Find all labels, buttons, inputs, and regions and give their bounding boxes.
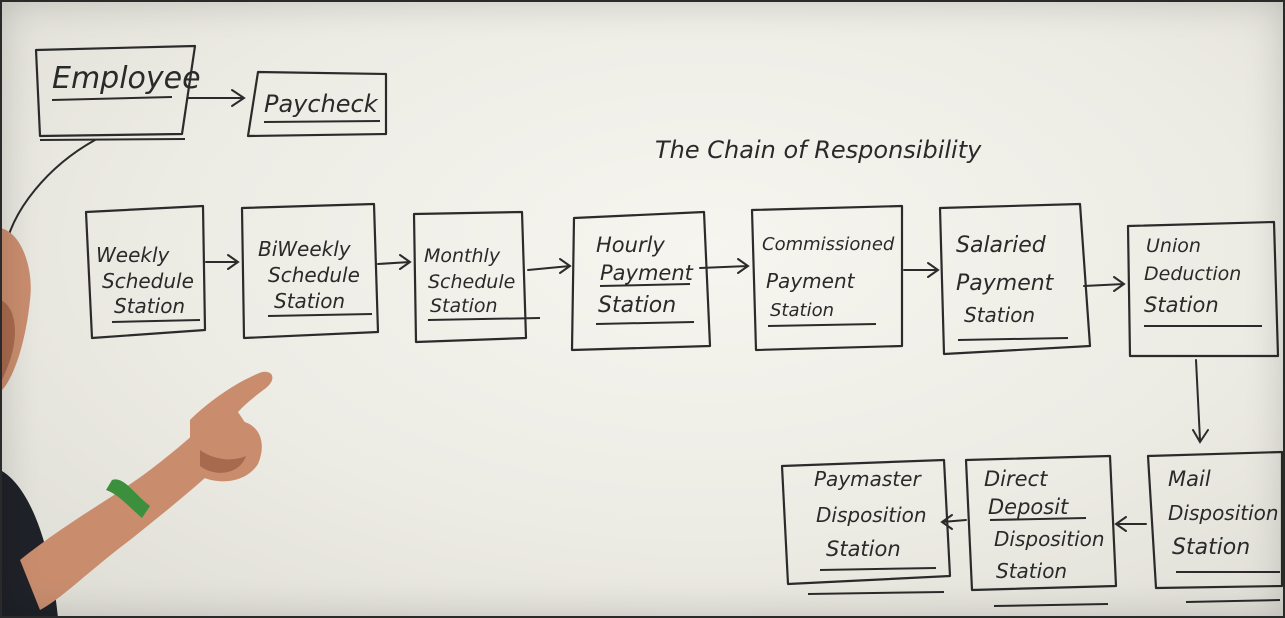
arrow-row2-2: [940, 514, 967, 530]
arrow-5: [903, 262, 940, 278]
station-weekly: Weekly Schedule Station: [84, 204, 207, 340]
station-label: Station: [826, 537, 901, 561]
station-label: Station: [770, 300, 834, 321]
station-label: Station: [598, 293, 676, 318]
station-label: Mail: [1168, 467, 1211, 491]
station-label: Payment: [766, 269, 856, 293]
station-biweekly: BiWeekly Schedule Station: [240, 202, 380, 340]
arrow-row2-1: [1114, 516, 1147, 532]
station-label: Station: [274, 289, 345, 313]
station-direct-deposit: Direct Deposit Disposition Station: [964, 454, 1118, 607]
employee-box: Employee: [34, 44, 201, 141]
arrow-4: [699, 258, 750, 274]
presenter-hand: [190, 371, 273, 482]
station-label: Payment: [600, 261, 694, 285]
station-label: Station: [996, 559, 1067, 583]
station-label: Station: [1172, 535, 1250, 560]
station-hourly: Hourly Payment Station: [570, 210, 712, 352]
station-label: Payment: [956, 271, 1055, 296]
station-salaried: Salaried Payment Station: [938, 202, 1092, 356]
presenter: [0, 228, 273, 618]
station-union: Union Deduction Station: [1126, 220, 1280, 358]
station-label: Weekly: [96, 243, 171, 267]
station-label: Schedule: [268, 263, 360, 287]
station-label: Disposition: [994, 527, 1105, 551]
station-label: Direct: [984, 467, 1048, 491]
station-mail: Mail Disposition Station: [1146, 450, 1284, 603]
arrow-3: [527, 258, 572, 274]
station-label: Disposition: [816, 503, 927, 527]
station-label: Commissioned: [762, 234, 895, 255]
arrow-1: [205, 254, 240, 270]
station-label: Schedule: [102, 269, 194, 293]
paycheck-box: Paycheck: [246, 70, 388, 138]
station-label: Disposition: [1168, 501, 1279, 525]
arrow-down: [1192, 359, 1209, 444]
employee-label: Employee: [52, 61, 201, 96]
station-monthly: Monthly Schedule Station: [412, 210, 541, 344]
station-label: Station: [430, 295, 498, 317]
presenter-knuckles: [200, 450, 246, 473]
arrow-2: [377, 254, 412, 270]
station-label: Union: [1146, 235, 1201, 257]
station-label: Deposit: [988, 495, 1069, 519]
paycheck-label: Paycheck: [264, 90, 379, 118]
presenter-wristband: [106, 479, 150, 518]
diagram-title: The Chain of Responsibility: [655, 136, 982, 164]
station-label: Paymaster: [814, 467, 922, 491]
arrow-6: [1083, 276, 1126, 292]
station-label: Station: [1144, 293, 1219, 317]
connector-curve: [3, 139, 96, 256]
station-label: Station: [964, 303, 1035, 327]
station-paymaster: Paymaster Disposition Station: [780, 458, 952, 595]
station-label: Schedule: [428, 271, 515, 293]
station-label: Salaried: [956, 233, 1047, 258]
arrow-employee-paycheck: [187, 89, 246, 107]
station-label: BiWeekly: [258, 237, 352, 261]
station-label: Monthly: [424, 245, 501, 267]
station-label: Station: [114, 294, 185, 318]
station-label: Deduction: [1144, 263, 1241, 285]
station-commissioned: Commissioned Payment Station: [750, 204, 904, 352]
station-label: Hourly: [596, 233, 665, 257]
presenter-shadow: [0, 300, 15, 384]
